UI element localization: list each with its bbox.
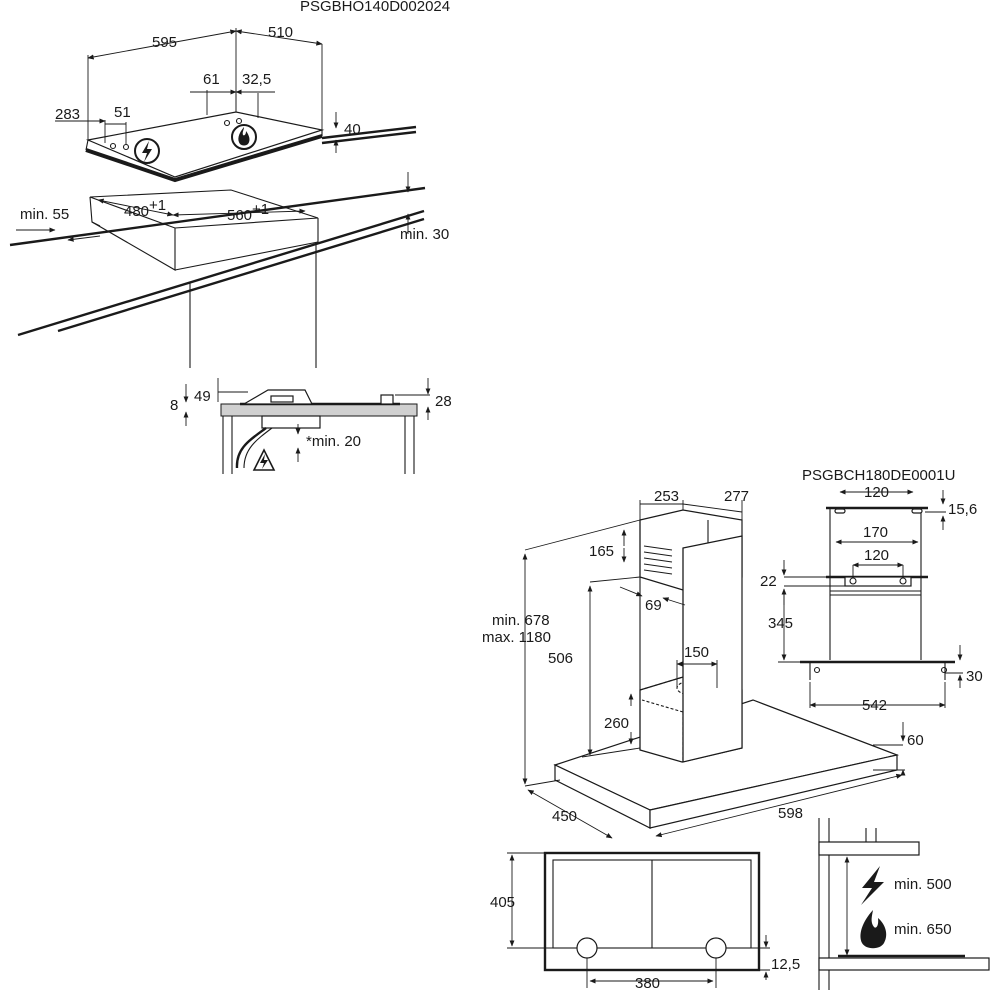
electric-hazard-icon bbox=[861, 866, 884, 905]
dim-69: 69 bbox=[645, 597, 662, 614]
dim-bracket-542: 542 bbox=[862, 697, 887, 714]
dim-253: 253 bbox=[654, 488, 679, 505]
dim-bracket-170: 170 bbox=[863, 524, 888, 541]
dim-380: 380 bbox=[635, 975, 660, 992]
bracket-detail: 120 15,6 170 120 22 345 30 542 bbox=[760, 484, 983, 714]
dim-32-5: 32,5 bbox=[242, 71, 271, 88]
dim-480: 480+1 bbox=[124, 197, 166, 220]
dim-510: 510 bbox=[268, 24, 293, 41]
dim-277: 277 bbox=[724, 488, 749, 505]
dim-8: 8 bbox=[170, 397, 178, 414]
dim-560: 560+1 bbox=[227, 201, 269, 224]
dim-28: 28 bbox=[435, 393, 452, 410]
hob-code: PSGBHO140D002024 bbox=[300, 0, 450, 15]
dim-165: 165 bbox=[589, 543, 614, 560]
dim-61: 61 bbox=[203, 71, 220, 88]
hood-underside-view: 405 380 12,5 bbox=[490, 851, 800, 992]
dim-598: 598 bbox=[778, 805, 803, 822]
dim-min-678: min. 678 bbox=[492, 612, 550, 629]
dim-bracket-120-mid: 120 bbox=[864, 547, 889, 564]
hood-code: PSGBCH180DE0001U bbox=[802, 467, 955, 484]
distance-diagram: min. 500 min. 650 bbox=[818, 818, 990, 990]
dim-150: 150 bbox=[684, 644, 709, 661]
dim-bracket-30: 30 bbox=[966, 668, 983, 685]
gas-flame-icon bbox=[231, 124, 257, 150]
dim-405: 405 bbox=[490, 894, 515, 911]
dim-595: 595 bbox=[152, 34, 177, 51]
worktop-cutout: 480+1 560+1 min. 55 min. 30 bbox=[9, 172, 449, 368]
hob-dimensions: 595 510 61 32,5 283 51 40 bbox=[55, 24, 361, 153]
hood-3d-view: 253 277 165 69 min. 678 max. 1180 506 15… bbox=[482, 488, 924, 839]
dim-40: 40 bbox=[344, 121, 361, 138]
dim-min-20: *min. 20 bbox=[306, 433, 361, 450]
dim-260: 260 bbox=[604, 715, 629, 732]
dim-bracket-15-6: 15,6 bbox=[948, 501, 977, 518]
dim-49: 49 bbox=[194, 388, 211, 405]
dim-450: 450 bbox=[552, 808, 577, 825]
dim-12-5: 12,5 bbox=[771, 956, 800, 973]
electric-hazard-icon bbox=[252, 448, 276, 471]
dim-bracket-22: 22 bbox=[760, 573, 777, 590]
dim-min-30: min. 30 bbox=[400, 226, 449, 243]
dim-bracket-120-top: 120 bbox=[864, 484, 889, 501]
dim-min-500: min. 500 bbox=[894, 876, 952, 893]
dim-bracket-345: 345 bbox=[768, 615, 793, 632]
hob-top-view bbox=[85, 111, 417, 183]
hob-side-section: 8 49 28 *min. 20 bbox=[170, 378, 452, 474]
dim-60: 60 bbox=[907, 732, 924, 749]
dim-51: 51 bbox=[114, 104, 131, 121]
dim-283: 283 bbox=[55, 106, 80, 123]
electric-hazard-icon bbox=[134, 138, 160, 164]
dim-min-55: min. 55 bbox=[20, 206, 69, 223]
dim-max-1180: max. 1180 bbox=[482, 629, 551, 646]
dim-min-650: min. 650 bbox=[894, 921, 952, 938]
dim-506: 506 bbox=[548, 650, 573, 667]
gas-flame-icon bbox=[860, 910, 887, 949]
